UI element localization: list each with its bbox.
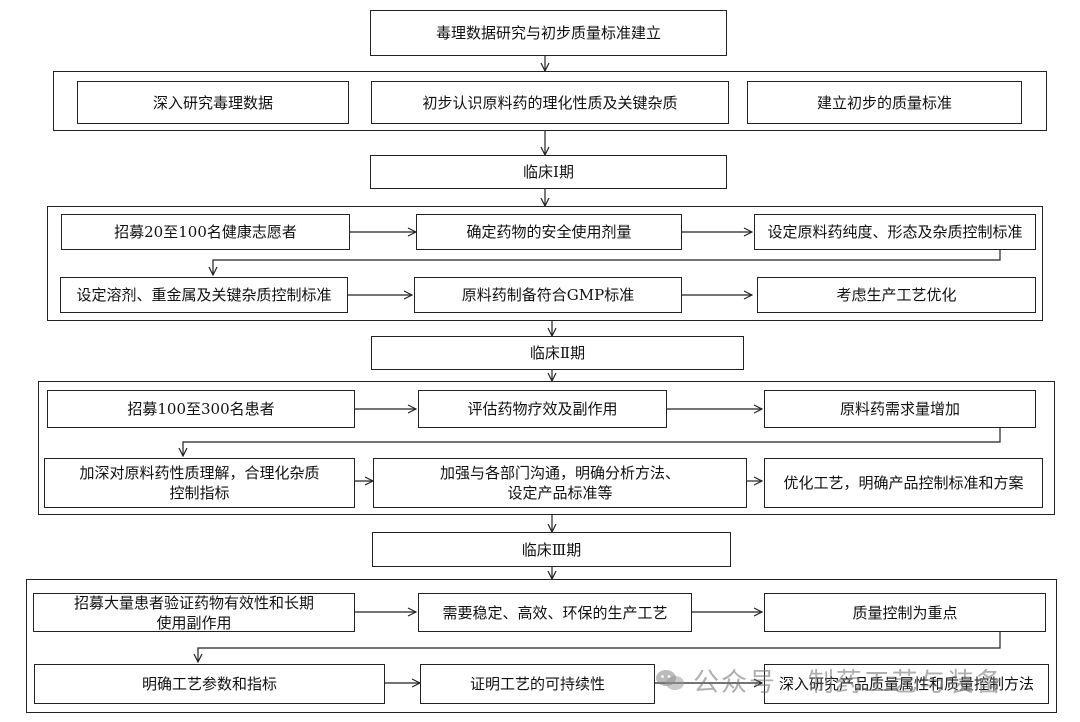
phase1-row1-item-2: 确定药物的安全使用剂量 [416, 214, 682, 250]
phase3-row2-item-3: 深入研究产品质量属性和质量控制方法 [764, 664, 1049, 704]
stage0-group [53, 71, 1047, 131]
phase3-row2-item-2: 证明工艺的可持续性 [420, 664, 655, 704]
stage0-item-2: 初步认识原料药的理化性质及关键杂质 [371, 81, 729, 124]
stage0-title: 毒理数据研究与初步质量标准建立 [435, 24, 661, 42]
watermark-text: 公众号 · 制药工艺与装备 [693, 667, 1004, 698]
phase1-title: 临床Ⅰ期 [523, 163, 574, 181]
phase1-row2-item-2: 原料药制备符合GMP标准 [414, 277, 682, 313]
wechat-icon [656, 670, 684, 690]
phase3-row2-item-1: 明确工艺参数和指标 [34, 664, 385, 704]
phase1-row2-item-3: 考虑生产工艺优化 [757, 277, 1036, 313]
phase1-row1-item-3: 设定原料药纯度、形态及杂质控制标准 [754, 214, 1036, 250]
phase2-title: 临床Ⅱ期 [529, 344, 586, 362]
phase3-row1-item-2: 需要稳定、高效、环保的生产工艺 [418, 593, 692, 632]
phase2-row1-item-1: 招募100至300名患者 [47, 390, 355, 428]
stage0-item-3: 建立初步的质量标准 [747, 81, 1022, 124]
phase1-group [47, 206, 1043, 321]
stage0-item-1: 深入研究毒理数据 [77, 81, 349, 124]
phase1-row1-item-1: 招募20至100名健康志愿者 [61, 214, 350, 250]
phase2-title-box: 临床Ⅱ期 [371, 336, 744, 370]
phase2-row2-item-1: 加深对原料药性质理解，合理化杂质 控制指标 [44, 458, 355, 508]
phase2-row2-item-3: 优化工艺，明确产品控制标准和方案 [764, 458, 1043, 508]
phase3-title-box: 临床Ⅲ期 [372, 532, 731, 567]
watermark: 公众号 · 制药工艺与装备 [655, 650, 1055, 710]
phase2-group [38, 381, 1055, 515]
phase3-group [26, 579, 1057, 713]
phase1-row2-item-1: 设定溶剂、重金属及关键杂质控制标准 [60, 277, 348, 313]
phase2-row1-item-3: 原料药需求量增加 [764, 390, 1036, 428]
phase2-row2-item-2: 加强与各部门沟通，明确分析方法、 设定产品标准等 [373, 458, 747, 508]
phase3-title: 临床Ⅲ期 [521, 540, 582, 559]
stage0-title-box: 毒理数据研究与初步质量标准建立 [370, 10, 727, 56]
phase2-row1-item-2: 评估药物疗效及副作用 [418, 390, 667, 428]
phase3-row1-item-1: 招募大量患者验证药物有效性和长期 使用副作用 [33, 593, 355, 632]
phase1-title-box: 临床Ⅰ期 [370, 155, 727, 189]
phase3-row1-item-3: 质量控制为重点 [764, 593, 1046, 632]
